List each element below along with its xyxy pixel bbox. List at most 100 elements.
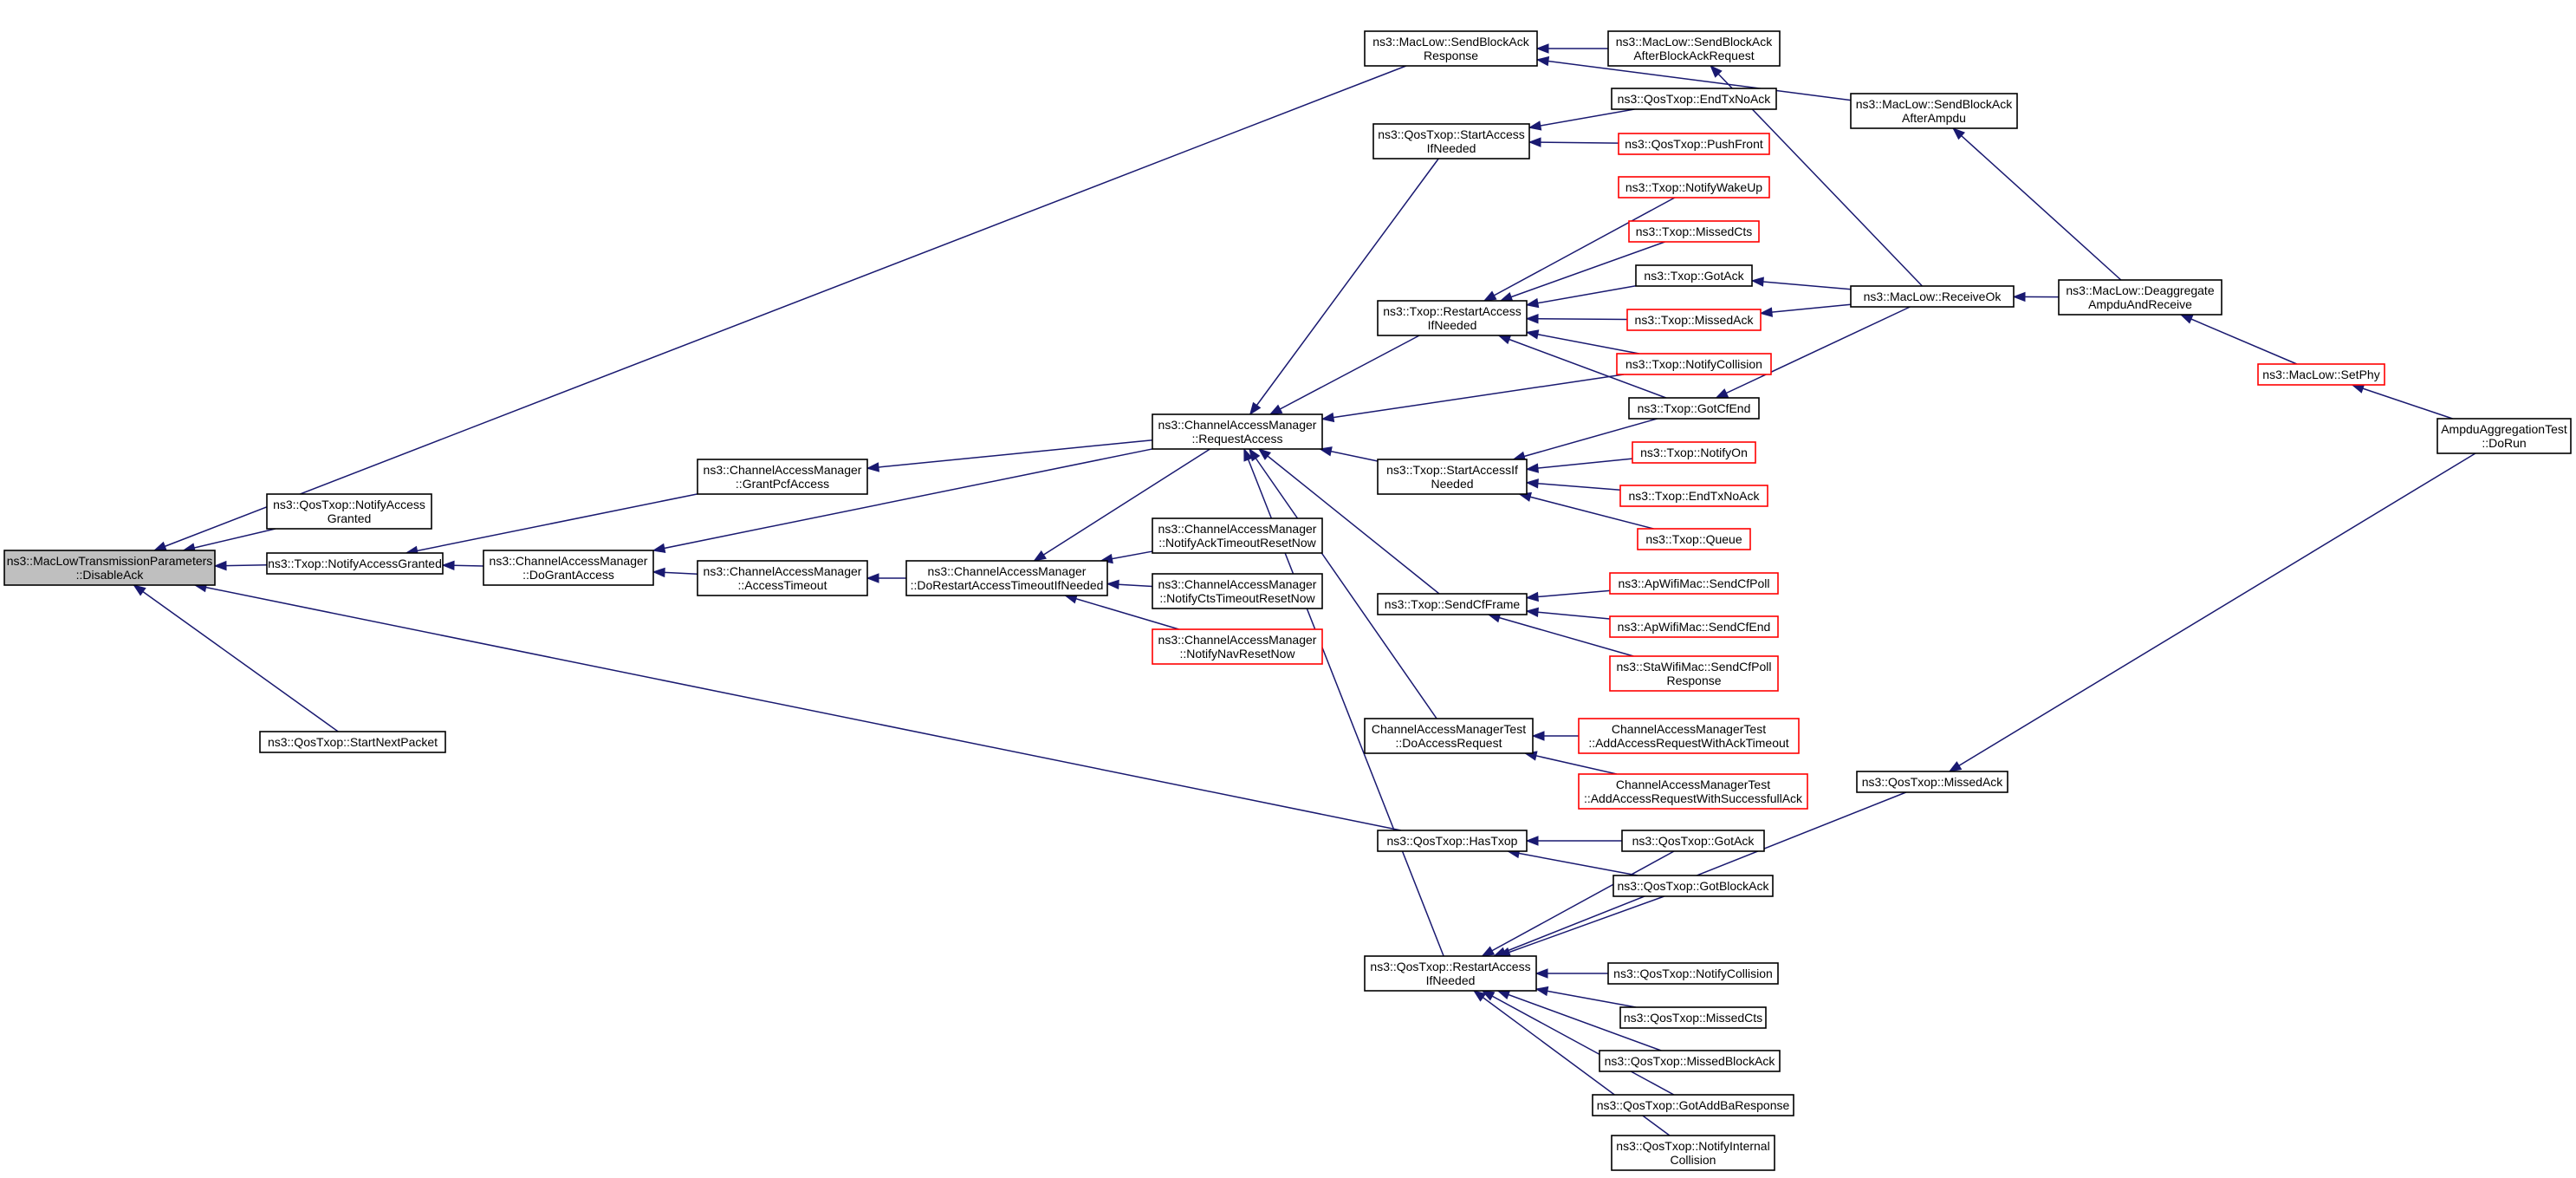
node-maclow-receive-ok[interactable]: ns3::MacLow::ReceiveOk [1850,285,2015,308]
node-qos-push-front[interactable]: ns3::QosTxop::PushFront [1618,133,1770,155]
node-txop-missed-cts[interactable]: ns3::Txop::MissedCts [1628,220,1760,243]
node-maclow-set-phy[interactable]: ns3::MacLow::SetPhy [2257,363,2385,386]
node-qos-has-txop[interactable]: ns3::QosTxop::HasTxop [1377,830,1528,852]
node-qos-notify-access[interactable]: ns3::QosTxop::NotifyAccessGranted [266,493,432,530]
node-box [1152,413,1323,450]
edge-qos-has-txop-to-qos-got-ack [1525,836,1622,846]
node-cam-notify-cts-timeout[interactable]: ns3::ChannelAccessManager::NotifyCtsTime… [1152,573,1323,609]
node-qos-notify-collision[interactable]: ns3::QosTxop::NotifyCollision [1607,962,1779,985]
edge-line [1498,335,1667,399]
edges-layer [133,43,2476,1136]
edge-line [1494,791,1907,957]
node-label: ns3::QosTxop::PushFront [1625,137,1763,151]
node-label: ns3::QosTxop::MissedCts [1624,1011,1762,1025]
edge-arrowhead [1710,64,1723,78]
node-qos-missed-cts[interactable]: ns3::QosTxop::MissedCts [1619,1006,1767,1029]
edge-arrowhead [1496,990,1511,1000]
node-camtest-do-access[interactable]: ChannelAccessManagerTest::DoAccessReques… [1364,718,1534,754]
edge-root-to-txop-notify-access [213,560,268,571]
node-camtest-add-ack-timeout[interactable]: ChannelAccessManagerTest::AddAccessReque… [1578,718,1800,754]
edge-line [1513,418,1658,460]
edge-arrowhead [1257,448,1272,460]
edge-arrowhead [1528,137,1541,147]
edge-maclow-receive-ok-to-maclow-deaggregate [2012,291,2060,303]
edge-line [1716,306,1911,399]
node-txop-got-cf-end[interactable]: ns3::Txop::GotCfEnd [1628,397,1760,420]
node-txop-notify-collision[interactable]: ns3::Txop::NotifyCollision [1616,353,1772,375]
edge-qos-missed-ack-to-ampdu-test-dorun [1948,452,2476,772]
node-txop-notify-wakeup[interactable]: ns3::Txop::NotifyWakeUp [1618,176,1770,199]
node-txop-notify-access[interactable]: ns3::Txop::NotifyAccessGranted [266,552,444,575]
node-box [1628,220,1760,243]
edge-line [1528,108,1635,128]
node-label: ns3::QosTxop::GotBlockAck [1617,879,1769,893]
node-cam-grant-pcf[interactable]: ns3::ChannelAccessManager::GrantPcfAcces… [697,459,868,495]
node-qos-end-tx-no-ack[interactable]: ns3::QosTxop::EndTxNoAck [1611,88,1777,110]
node-qos-missed-ack[interactable]: ns3::QosTxop::MissedAck [1856,771,2008,793]
node-cam-do-restart[interactable]: ns3::ChannelAccessManager::DoRestartAcce… [905,560,1108,596]
edge-qos-restart-access-to-qos-got-addba [1481,990,1675,1096]
node-apwifi-send-cf-end[interactable]: ns3::ApWifiMac::SendCfEnd [1609,615,1779,638]
node-txop-end-tx-no-ack[interactable]: ns3::Txop::EndTxNoAck [1619,485,1768,507]
node-txop-queue[interactable]: ns3::Txop::Queue [1637,528,1751,550]
edge-line [1488,614,1634,657]
node-label: Needed [1431,477,1473,491]
edge-txop-restart-access-to-txop-missed-ack [1525,313,1628,324]
node-qos-missed-block-ack[interactable]: ns3::QosTxop::MissedBlockAck [1599,1050,1781,1072]
node-label: ns3::Txop::GotAck [1644,269,1744,283]
node-ampdu-test-dorun[interactable]: AmpduAggregationTest::DoRun [2436,418,2572,454]
node-apwifi-send-cf-poll[interactable]: ns3::ApWifiMac::SendCfPoll [1609,572,1779,595]
node-label: ns3::Txop::MissedAck [1635,313,1755,327]
node-root[interactable]: ns3::MacLowTransmissionParameters::Disab… [3,550,216,586]
edge-cam-do-restart-to-cam-notify-ack-timeout [1100,550,1153,564]
node-txop-notify-on[interactable]: ns3::Txop::NotifyOn [1632,441,1756,464]
node-qos-got-ack[interactable]: ns3::QosTxop::GotAck [1621,830,1765,852]
node-qos-got-block-ack[interactable]: ns3::QosTxop::GotBlockAck [1612,875,1774,897]
node-label: AmpduAndReceive [2088,297,2192,311]
node-box [1372,123,1530,159]
node-cam-do-grant[interactable]: ns3::ChannelAccessManager::DoGrantAccess [483,550,654,586]
node-box [1850,285,2015,308]
node-label: ::DoAccessRequest [1396,736,1502,750]
node-txop-missed-ack[interactable]: ns3::Txop::MissedAck [1626,309,1762,331]
node-label: ::AddAccessRequestWithSuccessfullAck [1584,791,1803,805]
edge-line [1519,493,1654,530]
edge-line [652,448,1153,551]
node-txop-send-cf-frame[interactable]: ns3::Txop::SendCfFrame [1377,593,1528,615]
node-label: Granted [328,511,372,525]
node-label: ChannelAccessManagerTest [1616,778,1770,791]
node-box [2058,279,2222,316]
edge-arrowhead [1320,412,1335,423]
node-label: ns3::ChannelAccessManager [490,554,648,568]
node-cam-access-timeout[interactable]: ns3::ChannelAccessManager::AccessTimeout [697,560,868,596]
edge-txop-send-cf-frame-to-apwifi-send-cf-poll [1525,589,1611,602]
node-txop-got-ack[interactable]: ns3::Txop::GotAck [1635,264,1753,287]
node-cam-notify-nav-reset[interactable]: ns3::ChannelAccessManager::NotifyNavRese… [1152,628,1323,665]
node-label: ns3::QosTxop::HasTxop [1387,834,1518,848]
node-qos-start-next[interactable]: ns3::QosTxop::StartNextPacket [259,731,446,753]
node-cam-request-access[interactable]: ns3::ChannelAccessManager::RequestAccess [1152,413,1323,450]
node-box [1377,830,1528,852]
node-box [1364,30,1538,67]
edge-qos-restart-access-to-qos-got-block-ack [1497,895,1664,957]
node-cam-notify-ack-timeout[interactable]: ns3::ChannelAccessManager::NotifyAckTime… [1152,517,1323,554]
node-box [1628,397,1760,420]
node-label: ns3::MacLow::Deaggregate [2066,283,2214,297]
node-qos-got-addba[interactable]: ns3::QosTxop::GotAddBaResponse [1592,1094,1794,1116]
edge-arrowhead [1759,307,1773,317]
edge-root-to-qos-start-next [133,584,339,732]
node-label: ns3::MacLow::SendBlockAck [1372,35,1530,49]
node-maclow-send-block-ack-after-req[interactable]: ns3::MacLow::SendBlockAckAfterBlockAckRe… [1607,30,1781,67]
node-camtest-add-successfull-ack[interactable]: ChannelAccessManagerTest::AddAccessReque… [1578,773,1808,810]
node-box [1152,573,1323,609]
edge-line [1526,317,1628,321]
